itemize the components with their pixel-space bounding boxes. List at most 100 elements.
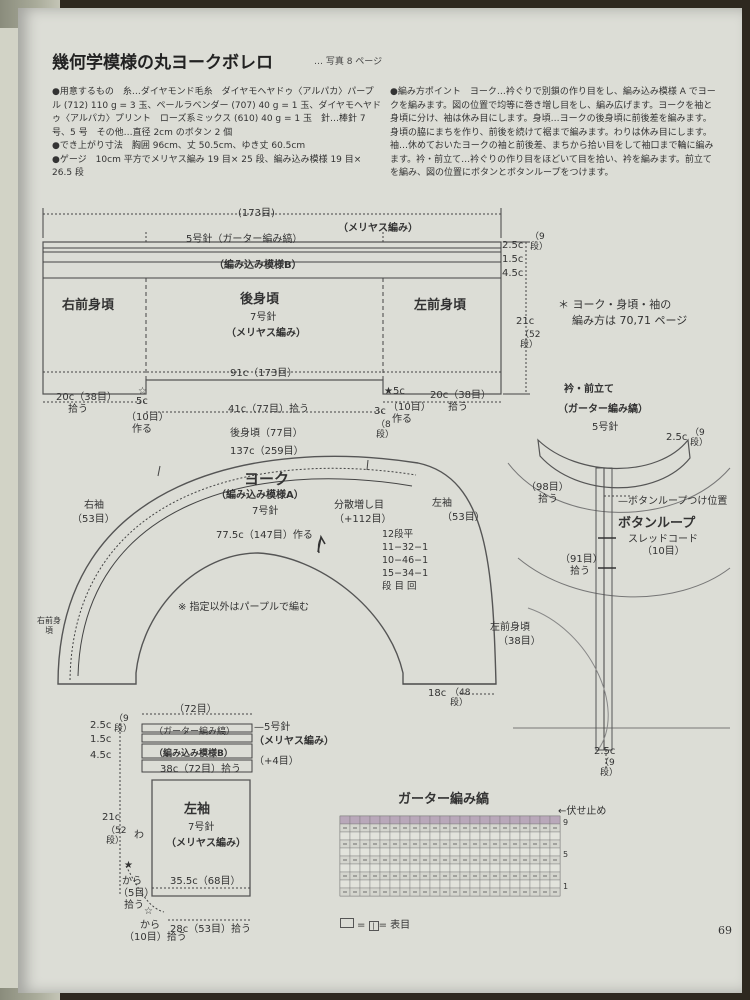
chart-cell [389, 831, 401, 841]
bind-off-label: ←伏せ止め [558, 806, 607, 817]
chart-cell [499, 847, 511, 857]
note-line-2: 編み方は 70,71 ページ [572, 314, 688, 327]
chart-cell [419, 815, 431, 825]
chart-cell [439, 879, 451, 889]
chart-cell [399, 879, 411, 889]
chart-cell [399, 831, 411, 841]
body-m1r: （9段） [530, 232, 549, 252]
chart-cell [519, 847, 531, 857]
knitting-points-text: ●編み方ポイント ヨーク…衿ぐりで別鎖の作り目をし、編み込み模様 A でヨークを… [390, 87, 716, 178]
legend-box-icon [340, 918, 354, 928]
sleeve-m1r: （9段） [114, 714, 133, 734]
collar-needle: 5号針 [592, 422, 619, 433]
chart-cell [439, 863, 451, 873]
yoke-row-table: 12段平 11−32−1 10−46−1 15−34−1 段 目 回 [382, 528, 428, 593]
body-m3: 4.5c [502, 268, 524, 279]
collar-pick-98: （98目） [526, 482, 569, 493]
yoke-row-1: 12段平 [382, 529, 414, 540]
sleeve-from1-sts: （5目） [118, 888, 155, 899]
sleeve-from2: から [140, 920, 160, 931]
collar-top-rows: （9段） [690, 428, 709, 448]
chart-cell [379, 815, 391, 825]
yoke-left-front: 左前身頃 [490, 622, 530, 633]
chart-cell [459, 879, 471, 889]
pick-left-sub: 拾う [68, 404, 88, 415]
chart-cell [469, 815, 481, 825]
chart-cell [409, 847, 421, 857]
gusset-left: 5c [136, 396, 148, 407]
chart-cell [499, 831, 511, 841]
yoke-left-sleeve-sts: （53目） [442, 512, 485, 523]
chart-cell [479, 847, 491, 857]
chart-cell [379, 847, 391, 857]
chart-cell [429, 879, 441, 889]
yoke-increase-sts: （+112目） [334, 514, 392, 525]
chart-cell [479, 831, 491, 841]
chart-cell [369, 815, 381, 825]
chart-cell [409, 863, 421, 873]
chart-cell [519, 815, 531, 825]
chart-cell [479, 863, 491, 873]
chart-cell [389, 847, 401, 857]
yoke-bottom: 18c [428, 688, 447, 699]
gusset-rows: 3c [374, 406, 386, 417]
yoke-right-sleeve-sts: （53目） [72, 514, 115, 525]
sleeve-from1-pick: 拾う [124, 900, 144, 911]
chart-cell [459, 831, 471, 841]
chart-cell [339, 831, 351, 841]
button-position-text: ボタンループつけ位置 [628, 496, 728, 507]
yoke-right-sleeve: 右袖 [84, 500, 104, 511]
chart-cell [409, 879, 421, 889]
gusset-right: ★5c [384, 386, 405, 397]
sleeve-wa: わ [134, 830, 144, 841]
sleeve-m4r: （52段） [106, 826, 127, 846]
photo-reference: … 写真 8 ページ [314, 57, 383, 67]
chart-cell [529, 847, 541, 857]
chart-cell [439, 847, 451, 857]
chart-legend: = |= 表目 [340, 916, 410, 931]
yoke-left-sleeve: 左袖 [432, 498, 452, 509]
chart-row-1: 1 [563, 882, 569, 891]
chart-cell [469, 879, 481, 889]
sleeve-inner: 35.5c（68目） [170, 876, 241, 887]
chart-cell [379, 879, 391, 889]
yoke-pattern: （編み込み模様A） [216, 490, 304, 501]
chart-cell [509, 831, 521, 841]
garter-chart-title: ガーター編み縞 [398, 792, 490, 807]
chart-cell [509, 815, 521, 825]
chart-cell [349, 815, 361, 825]
sleeve-stockinette-top: （メリヤス編み） [254, 736, 334, 747]
chart-cell [349, 831, 361, 841]
chart-cell [429, 815, 441, 825]
chart-cell [349, 879, 361, 889]
chart-cell [399, 815, 411, 825]
yoke-row-4: 15−34−1 [382, 568, 429, 579]
chart-cell [339, 815, 351, 825]
collar-pick-91: （91目） [560, 554, 603, 565]
body-m4r: （52段） [520, 330, 541, 350]
chart-cell [529, 831, 541, 841]
pick-left: 20c（38目） [56, 392, 117, 403]
garter-chart-grid [339, 815, 561, 897]
chart-cell [449, 863, 461, 873]
chart-cell [409, 815, 421, 825]
chart-cell [429, 847, 441, 857]
chart-cell [539, 879, 551, 889]
chart-cell [519, 863, 531, 873]
legend-symbol-icon: | [368, 921, 379, 931]
chart-cell [549, 863, 561, 873]
body-stockinette-top: （メリヤス編み） [338, 223, 418, 234]
chart-cell [509, 879, 521, 889]
chart-cell [389, 863, 401, 873]
note-line-1: ＊ ヨーク・身頃・袖の [558, 298, 672, 311]
chart-row-9: 9 [563, 818, 569, 827]
finished-size-text: ●でき上がり寸法 胸囲 96cm、丈 50.5cm、ゆき丈 60.5cm [52, 141, 306, 151]
chart-cell [509, 863, 521, 873]
collar-title: 衿・前立て [564, 384, 614, 395]
star-from: ★ [124, 860, 133, 871]
chart-cell [539, 831, 551, 841]
page-title: 幾何学模様の丸ヨークボレロ [52, 53, 273, 73]
button-loop-title: ボタンループ [618, 516, 696, 531]
chart-cell [529, 815, 541, 825]
right-front-label: 右前身頃 [62, 298, 115, 313]
